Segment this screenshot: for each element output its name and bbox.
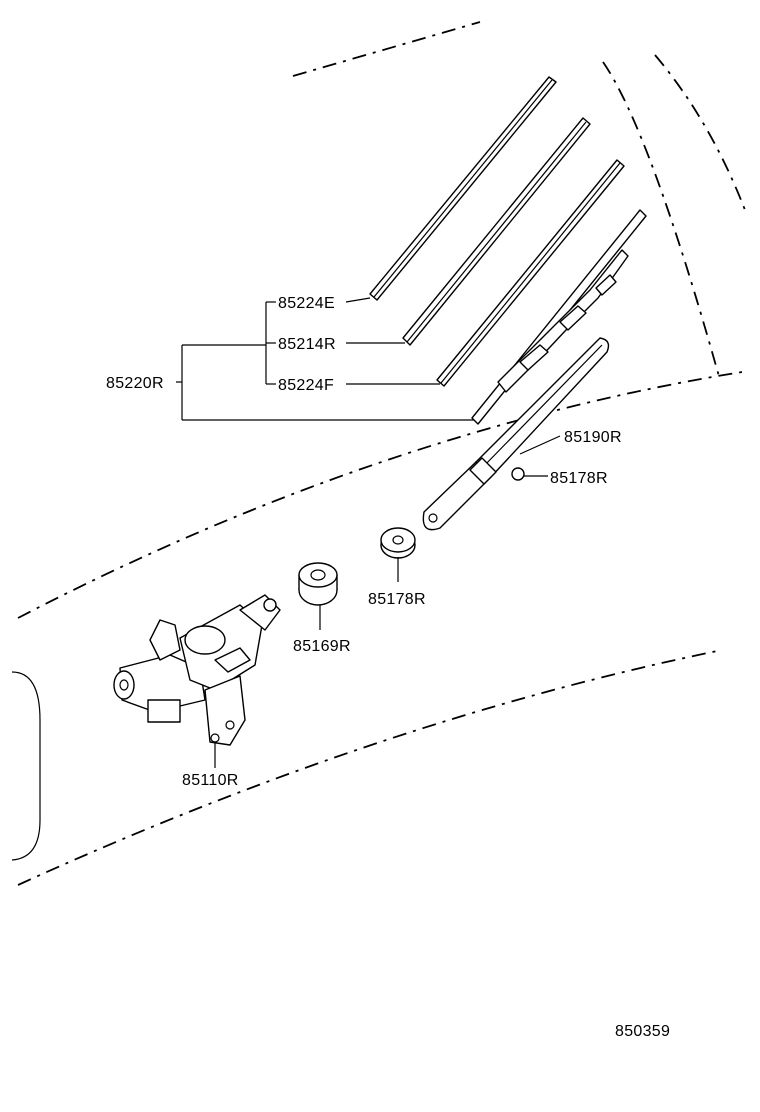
body-outline xyxy=(11,21,746,886)
cushion-part xyxy=(298,562,338,606)
label-85110r: 85110R xyxy=(182,772,239,789)
wiper-arm-part xyxy=(422,337,610,531)
pivot-nut-part xyxy=(380,527,416,559)
figure-id: 850359 xyxy=(615,1023,670,1040)
label-85224e: 85224E xyxy=(278,295,335,312)
label-85178r-nut: 85178R xyxy=(368,591,426,608)
label-85224f: 85224F xyxy=(278,377,334,394)
label-85178r-cap: 85178R xyxy=(550,470,608,487)
label-85214r: 85214R xyxy=(278,336,336,353)
wiper-motor-part xyxy=(113,594,281,746)
leader-lines xyxy=(176,297,561,768)
label-85169r: 85169R xyxy=(293,638,351,655)
blade-rubber-f-part xyxy=(436,159,625,387)
label-85220r: 85220R xyxy=(106,375,164,392)
label-85190r: 85190R xyxy=(564,429,622,446)
wiper-blade-part xyxy=(471,209,647,425)
arm-cap-part xyxy=(511,467,525,481)
blade-backing-part xyxy=(402,117,591,346)
blade-rubber-e-part xyxy=(369,76,557,301)
